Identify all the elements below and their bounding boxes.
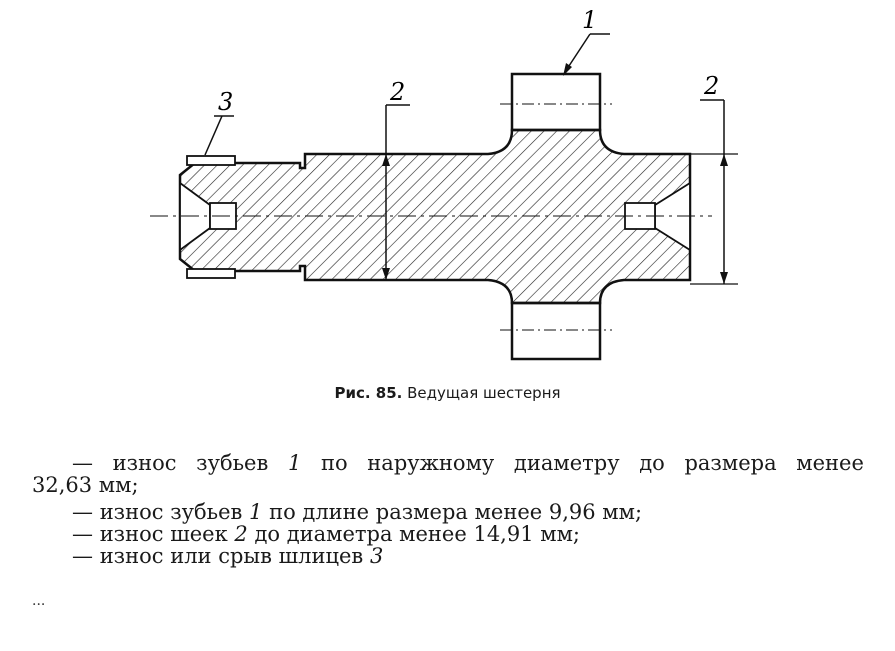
gear-teeth-top [510, 72, 602, 132]
figure-label: Рис. 85. [334, 384, 403, 402]
callout-2-right: 2 [703, 72, 719, 100]
list-item: — износ или срыв шлицев 3 [72, 544, 384, 568]
figure-title: Ведущая шестерня [407, 384, 561, 402]
splines-bottom [186, 268, 236, 279]
page-number: ··· [32, 597, 46, 613]
gear-drawing: 1 2 2 3 [150, 6, 738, 361]
list-item: — износ зубьев 1 по длине размера менее … [72, 500, 643, 524]
splines-top [186, 155, 236, 166]
list-item-continuation: 32,63 мм; [32, 473, 139, 497]
list-item: — износ шеек 2 до диаметра менее 14,91 м… [72, 522, 580, 546]
body-text: — износ зубьев 1 по наружному диаметру д… [32, 452, 864, 567]
figure-caption: Рис. 85. Ведущая шестерня [0, 384, 895, 402]
gear-teeth-bottom [510, 301, 602, 361]
list-item: — износ зубьев 1 по наружному диаметру д… [72, 451, 864, 475]
callout-2-left: 2 [389, 78, 405, 106]
callout-1: 1 [582, 6, 597, 34]
callout-3: 3 [218, 88, 233, 116]
